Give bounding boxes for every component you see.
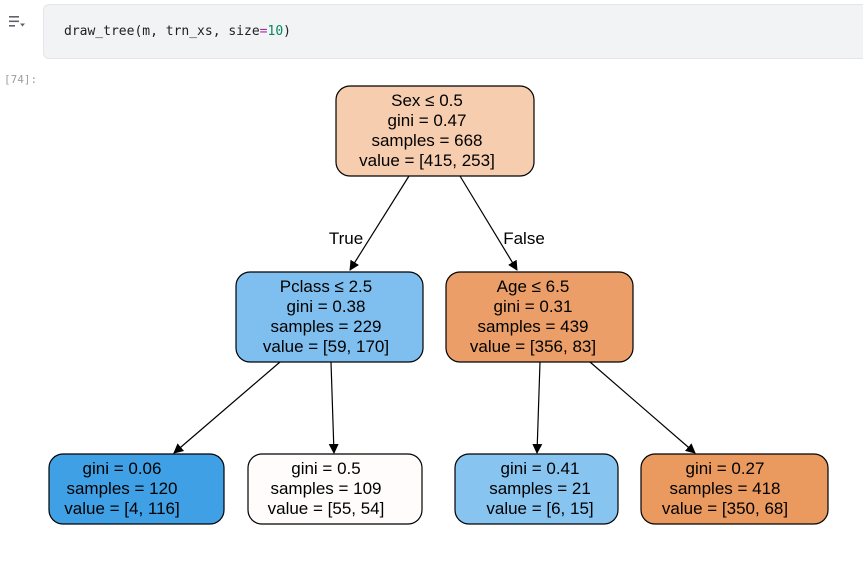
node-gini: gini = 0.41 xyxy=(501,459,580,478)
node-samples: samples = 439 xyxy=(477,317,588,336)
node-split-condition: Age ≤ 6.5 xyxy=(497,277,570,296)
code-equals: = xyxy=(259,24,268,39)
edge-left-ll xyxy=(173,361,281,454)
tree-node-root: Sex ≤ 0.5 gini = 0.47 samples = 668 valu… xyxy=(335,85,535,177)
tree-leaf-ll: gini = 0.06 samples = 120 value = [4, 11… xyxy=(48,453,225,525)
node-samples: samples = 109 xyxy=(270,479,381,498)
code-number: 10 xyxy=(267,24,284,39)
node-value: value = [350, 68] xyxy=(662,499,788,518)
node-samples: samples = 668 xyxy=(371,131,482,150)
node-value: value = [6, 15] xyxy=(486,499,593,518)
edge-root-right xyxy=(459,175,518,271)
node-value: value = [55, 54] xyxy=(268,499,385,518)
node-gini: gini = 0.47 xyxy=(388,111,467,130)
node-gini: gini = 0.06 xyxy=(83,459,162,478)
node-samples: samples = 120 xyxy=(66,479,177,498)
code-call-text: draw_tree(m, trn_xs, size xyxy=(64,24,260,39)
node-samples: samples = 229 xyxy=(270,317,381,336)
node-gini: gini = 0.31 xyxy=(494,297,573,316)
tree-edges xyxy=(173,175,696,454)
node-samples: samples = 21 xyxy=(489,479,591,498)
node-gini: gini = 0.38 xyxy=(287,297,366,316)
node-split-condition: Pclass ≤ 2.5 xyxy=(280,277,372,296)
node-box xyxy=(640,453,829,525)
code-line[interactable]: draw_tree(m, trn_xs, size=10) xyxy=(64,24,291,39)
node-box xyxy=(335,85,535,177)
node-value: value = [4, 116] xyxy=(64,499,179,518)
node-box xyxy=(247,453,423,525)
node-box xyxy=(454,453,619,525)
edge-left-lr xyxy=(328,361,339,454)
node-samples: samples = 418 xyxy=(669,479,780,498)
tree-leaf-rr: gini = 0.27 samples = 418 value = [350, … xyxy=(640,453,829,525)
edge-label-false: False xyxy=(503,229,545,248)
node-split-condition: Sex ≤ 0.5 xyxy=(391,91,463,110)
node-box xyxy=(445,271,634,363)
tree-leaf-rl: gini = 0.41 samples = 21 value = [6, 15] xyxy=(454,453,619,525)
edge-right-rl xyxy=(532,361,543,454)
edge-label-true: True xyxy=(329,229,363,248)
code-close-paren: ) xyxy=(283,24,291,39)
cell-menu-icon[interactable] xyxy=(8,14,26,30)
edge-right-rr xyxy=(589,361,696,454)
node-value: value = [415, 253] xyxy=(359,151,495,170)
node-value: value = [356, 83] xyxy=(470,337,596,356)
execution-count: [74]: xyxy=(4,73,38,86)
code-cell-input[interactable]: draw_tree(m, trn_xs, size=10) xyxy=(43,4,863,59)
tree-leaf-lr: gini = 0.5 samples = 109 value = [55, 54… xyxy=(247,453,423,525)
tree-node-right: Age ≤ 6.5 gini = 0.31 samples = 439 valu… xyxy=(445,271,634,363)
tree-node-left: Pclass ≤ 2.5 gini = 0.38 samples = 229 v… xyxy=(235,271,424,363)
node-gini: gini = 0.5 xyxy=(291,459,360,478)
node-value: value = [59, 170] xyxy=(263,337,389,356)
edge-root-left xyxy=(349,175,410,271)
node-gini: gini = 0.27 xyxy=(686,459,765,478)
node-box xyxy=(235,271,424,363)
node-box xyxy=(48,453,225,525)
